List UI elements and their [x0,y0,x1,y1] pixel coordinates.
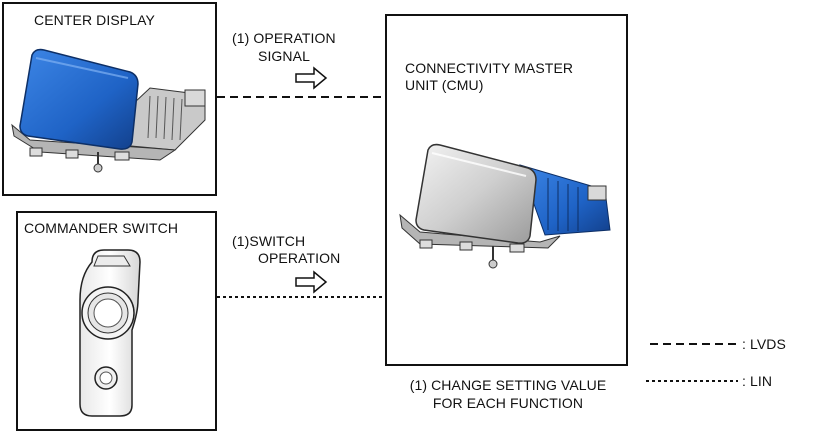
cmu-function-label-line2: FOR EACH FUNCTION [432,395,584,411]
cmu-function-label-line1: (1) CHANGE SETTING VALUE [409,377,607,393]
cmu-title-line2: UNIT (CMU) [405,77,484,93]
center-display-image [11,48,206,173]
center-display-title: CENTER DISPLAY [34,12,155,28]
operation-signal-label-line1: (1) OPERATION [232,30,336,46]
operation-signal-arrow [295,66,328,90]
cmu-title-line1: CONNECTIVITY MASTER [405,60,574,76]
cmu-image [399,143,611,269]
switch-operation-arrow [295,270,328,294]
switch-operation-label-line1: (1)SWITCH [232,233,306,249]
commander-switch-title: COMMANDER SWITCH [24,220,179,236]
commander-switch-image [79,249,141,417]
operation-signal-label-line2: SIGNAL [258,48,310,64]
legend-lvds-label: : LVDS [742,336,786,352]
legend-lin-label: : LIN [742,373,773,389]
switch-operation-label-line2: OPERATION [258,250,341,266]
